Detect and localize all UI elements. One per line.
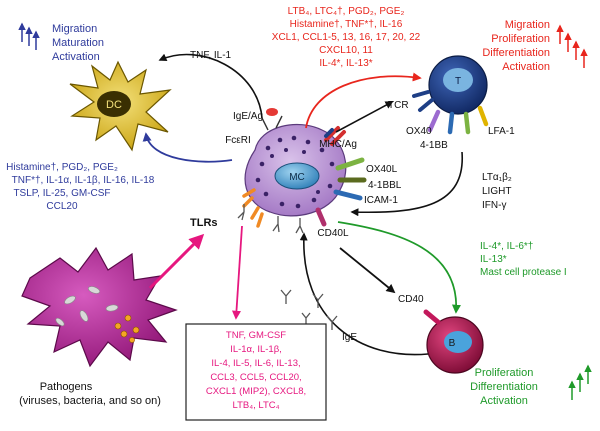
box-mediator-line-2: IL-1α, IL-1β, bbox=[230, 344, 282, 355]
arrow-mc-mediators-to-dc bbox=[142, 132, 233, 163]
b-cell bbox=[423, 309, 484, 374]
arrow-mhc-to-tcr bbox=[335, 101, 394, 133]
box-mediator-line-4: CCL3, CCL5, CCL20, bbox=[210, 372, 301, 383]
mc-receptor-mhc-ag: MHC/Ag bbox=[319, 139, 357, 150]
mc-receptor-tlrs: TLRs bbox=[190, 217, 218, 229]
t-signal-ifng: IFN-γ bbox=[482, 200, 506, 211]
mc-receptor-ige-ag: IgE/Ag bbox=[233, 111, 263, 122]
t-signal-lt: LTα₁β₂ bbox=[482, 172, 512, 183]
mc-label: MC bbox=[289, 172, 305, 183]
mc-receptor-icam1: ICAM-1 bbox=[364, 195, 398, 206]
t-signal-light: LIGHT bbox=[482, 186, 511, 197]
b-cell-label: B bbox=[449, 338, 456, 349]
arrow-cd40l-to-cd40 bbox=[339, 247, 396, 294]
t-effect-activation: Activation bbox=[502, 61, 550, 73]
t-effect-proliferation: Proliferation bbox=[491, 33, 550, 45]
t-mediator-line-1: LTB₄, LTC₄†, PGD₂, PGE₂ bbox=[288, 6, 405, 17]
b-effect-differentiation: Differentiation bbox=[470, 381, 538, 393]
dc-mediator-line-1: Histamine†, PGD₂, PGE₂ bbox=[6, 162, 118, 173]
dc-mediator-line-4: CCL20 bbox=[46, 201, 78, 212]
mediator-box bbox=[185, 323, 327, 421]
dc-effect-maturation: Maturation bbox=[52, 37, 104, 49]
dc-label: DC bbox=[106, 99, 122, 111]
b-effect-arrows bbox=[568, 364, 592, 400]
t-effect-migration: Migration bbox=[505, 19, 550, 31]
arrow-pathogen-to-tlr bbox=[148, 233, 205, 290]
pathogens-subtitle: (viruses, bacteria, and so on) bbox=[19, 395, 161, 407]
t-receptor-lfa1: LFA-1 bbox=[488, 126, 515, 137]
box-mediator-line-6: LTB₄, LTC₄ bbox=[233, 400, 280, 411]
box-mediator-line-3: IL-4, IL-5, IL-6, IL-13, bbox=[211, 358, 300, 369]
pathogens-title: Pathogens bbox=[40, 381, 93, 393]
t-mediator-line-3: XCL1, CCL1-5, 13, 16, 17, 20, 22 bbox=[272, 32, 421, 43]
t-effect-differentiation: Differentiation bbox=[482, 47, 550, 59]
t-cell-label: T bbox=[455, 76, 461, 87]
t-effect-arrows bbox=[556, 24, 588, 68]
pathogen-blob bbox=[21, 246, 178, 368]
arrow-mc-to-dc bbox=[158, 53, 263, 119]
t-mediator-line-2: Histamine†, TNF*†, IL-16 bbox=[290, 19, 403, 30]
dc-effect-migration: Migration bbox=[52, 23, 97, 35]
arrow-mc-mediators-to-b bbox=[337, 221, 461, 314]
arrow-mc-to-mediator-box bbox=[231, 225, 243, 320]
dc-effect-activation: Activation bbox=[52, 51, 100, 63]
t-receptor-tcr: TCR bbox=[388, 100, 409, 111]
box-mediator-line-1: TNF, GM-CSF bbox=[226, 330, 286, 341]
dendritic-cell bbox=[69, 60, 172, 152]
t-mediator-line-4: CXCL10, 11 bbox=[319, 45, 373, 56]
t-mediator-line-5: IL-4*, IL-13* bbox=[319, 58, 372, 69]
mc-receptor-fceri: FcεRI bbox=[225, 135, 251, 146]
t-receptor-41bb: 4-1BB bbox=[420, 140, 448, 151]
dc-effect-arrows bbox=[18, 22, 40, 50]
t-receptor-ox40: OX40 bbox=[406, 126, 432, 137]
dc-mediator-line-3: TSLP, IL-25, GM-CSF bbox=[13, 188, 110, 199]
mc-receptor-41bbl: 4-1BBL bbox=[368, 180, 402, 191]
mast-cell bbox=[237, 108, 367, 234]
b-effect-activation: Activation bbox=[480, 395, 528, 407]
mc-receptor-cd40l: CD40L bbox=[317, 228, 349, 239]
b-mediator-line-2: IL-13* bbox=[480, 254, 507, 265]
arrow-mc-mediators-to-t bbox=[305, 72, 422, 129]
arrow-t-to-mc bbox=[350, 151, 463, 217]
b-effect-proliferation: Proliferation bbox=[475, 367, 534, 379]
b-mediator-line-1: IL-4*, IL-6*† bbox=[480, 241, 533, 252]
dc-signal-tnf-il1: TNF, IL-1 bbox=[190, 50, 232, 61]
dc-mediator-line-2: TNF*†, IL-1α, IL-1β, IL-16, IL-18 bbox=[12, 175, 155, 186]
arrow-b-to-mc bbox=[299, 232, 429, 356]
mc-receptor-ox40l: OX40L bbox=[366, 164, 398, 175]
ige-antibodies bbox=[280, 289, 338, 330]
b-receptor-cd40: CD40 bbox=[398, 294, 424, 305]
b-mediator-line-3: Mast cell protease I bbox=[480, 267, 567, 278]
t-cell bbox=[412, 55, 489, 135]
box-mediator-line-5: CXCL1 (MIP2), CXCL8, bbox=[206, 386, 306, 397]
